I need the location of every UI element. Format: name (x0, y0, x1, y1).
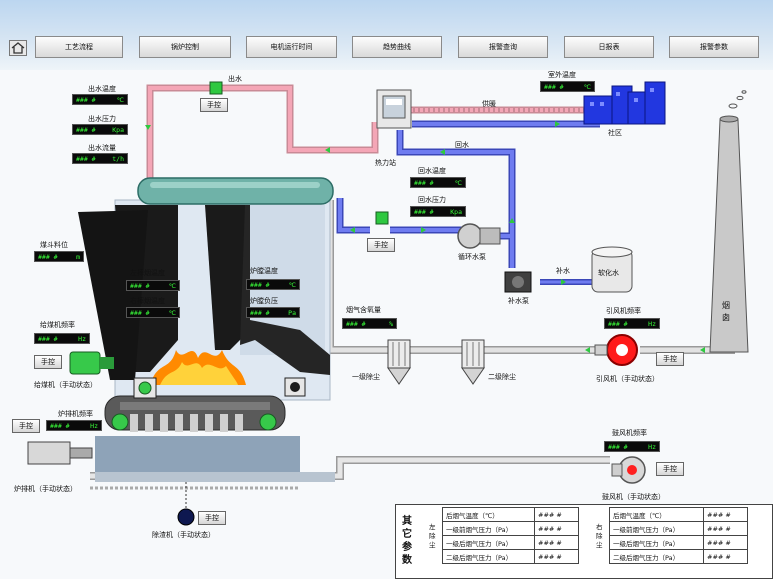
furnace-pressure-label: 炉膛负压 (250, 297, 278, 305)
furnace-pressure-readout: ### #Pa (246, 307, 300, 318)
coal-feeder-status: 给煤机（手动状态） (34, 381, 97, 389)
return-label: 回水 (455, 141, 469, 149)
chimney-label: 烟囱 (722, 301, 730, 322)
right-chamber-label: 右摔烟温度 (130, 297, 165, 305)
dust2-label: 二级除尘 (488, 373, 516, 381)
grate-motor (27, 441, 71, 465)
left-group-label: 左除尘 (429, 523, 436, 549)
softened-water-label: 软化水 (598, 269, 619, 277)
slag-manual-button[interactable]: 手控 (198, 511, 226, 525)
right-chamber-readout: ### #℃ (126, 307, 180, 318)
coal-feeder-manual-button[interactable]: 手控 (34, 355, 62, 369)
table-row: 一级后烟气压力（Pa）### # (609, 535, 748, 550)
table-row: 一级前烟气压力（Pa）### # (609, 521, 748, 536)
dust-collector-2 (461, 339, 485, 385)
outlet-label: 出水 (228, 75, 242, 83)
community-label: 社区 (608, 129, 622, 137)
heat-station-label: 热力站 (375, 159, 396, 167)
outlet-pressure-readout: ### #Kpa (72, 124, 128, 135)
coal-feeder-freq-readout: ### #Hz (34, 333, 90, 344)
coal-feeder-motor (69, 351, 101, 375)
dust1-label: 一级除尘 (352, 373, 380, 381)
slag-status: 除渣机（手动状态） (152, 531, 215, 539)
grate-freq-readout: ### #Hz (46, 420, 102, 431)
blower-freq-readout: ### #Hz (604, 441, 660, 452)
id-fan-freq-readout: ### #Hz (604, 318, 660, 329)
outlet-temp-readout: ### #℃ (72, 94, 128, 105)
table-row: 一级后烟气压力（Pa）### # (442, 535, 579, 550)
coal-level-readout: ### #m (34, 251, 84, 262)
grate-status: 炉排机（手动状态） (14, 485, 77, 493)
nav-alarm-query[interactable]: 报警查询 (458, 36, 548, 58)
grate-freq-label: 炉排机频率 (58, 410, 93, 418)
home-icon (11, 42, 25, 54)
table-row: 二级后烟气压力（Pa）### # (609, 549, 748, 564)
outlet-pressure-label: 出水压力 (88, 115, 116, 123)
nav-motor-runtime[interactable]: 电机运行时间 (246, 36, 337, 58)
nav-process-flow[interactable]: 工艺流程 (35, 36, 123, 58)
table-row: 二级后烟气压力（Pa）### # (442, 549, 579, 564)
return-temp-label: 回水温度 (418, 167, 446, 175)
outlet-flow-readout: ### #t/h (72, 153, 128, 164)
outdoor-temp-label: 室外温度 (548, 71, 576, 79)
nav-alarm-params[interactable]: 报警参数 (669, 36, 759, 58)
blower-status: 鼓风机（手动状态） (602, 493, 665, 501)
blower-manual-button[interactable]: 手控 (656, 462, 684, 476)
grate-manual-button[interactable]: 手控 (12, 419, 40, 433)
return-pressure-readout: ### #Kpa (410, 206, 466, 217)
flue-oxygen-readout: ### #% (342, 318, 397, 329)
right-group-label: 右除尘 (596, 523, 603, 549)
return-manual-button[interactable]: 手控 (367, 238, 395, 252)
home-button[interactable] (9, 40, 27, 56)
table-row: 后烟气温度（℃）### # (442, 507, 579, 522)
nav-boiler-control[interactable]: 锅炉控制 (139, 36, 231, 58)
id-fan-freq-label: 引风机频率 (606, 307, 641, 315)
table-row: 后烟气温度（℃）### # (609, 507, 748, 522)
coal-feeder-freq-label: 给煤机频率 (40, 321, 75, 329)
coal-hopper (78, 210, 148, 380)
other-params-title: 其它参数 (402, 516, 412, 566)
makeup-pump-label: 补水泵 (508, 297, 529, 305)
slag-remover (177, 508, 195, 526)
circulation-pump-label: 循环水泵 (458, 253, 486, 261)
return-temp-readout: ### #℃ (410, 177, 466, 188)
outdoor-temp-readout: ### #℃ (540, 81, 595, 92)
outlet-temp-label: 出水温度 (88, 85, 116, 93)
nav-daily-report[interactable]: 日报表 (564, 36, 654, 58)
table-row: 一级前烟气压力（Pa）### # (442, 521, 579, 536)
right-params-table: 后烟气温度（℃）### # 一级前烟气压力（Pa）### # 一级后烟气压力（P… (609, 507, 748, 564)
coal-level-label: 煤斗料位 (40, 241, 68, 249)
dust-collector-1 (387, 339, 411, 385)
left-chamber-readout: ### #℃ (126, 280, 180, 291)
steam-drum (137, 177, 334, 205)
left-chamber-label: 左摔烟温度 (130, 269, 165, 277)
id-fan-status: 引风机（手动状态） (596, 375, 659, 383)
left-params-table: 后烟气温度（℃）### # 一级前烟气压力（Pa）### # 一级后烟气压力（P… (442, 507, 579, 564)
top-toolbar (0, 0, 773, 70)
blower-freq-label: 鼓风机频率 (612, 429, 647, 437)
nav-trend-curve[interactable]: 趋势曲线 (352, 36, 442, 58)
outlet-flow-label: 出水流量 (88, 144, 116, 152)
community-buildings (583, 81, 666, 125)
makeup-label: 补水 (556, 267, 570, 275)
other-params-panel: 其它参数 左除尘 后烟气温度（℃）### # 一级前烟气压力（Pa）### # … (395, 504, 773, 579)
return-pressure-label: 回水压力 (418, 196, 446, 204)
flue-oxygen-label: 烟气含氧量 (346, 306, 381, 314)
id-fan-manual-button[interactable]: 手控 (656, 352, 684, 366)
furnace-temp-label: 炉膛温度 (250, 267, 278, 275)
furnace-temp-readout: ### #℃ (246, 279, 300, 290)
outlet-manual-button[interactable]: 手控 (200, 98, 228, 112)
hot-water-pipe (146, 84, 379, 180)
circulation-pump (457, 223, 483, 249)
supply-label: 供暖 (482, 100, 496, 108)
